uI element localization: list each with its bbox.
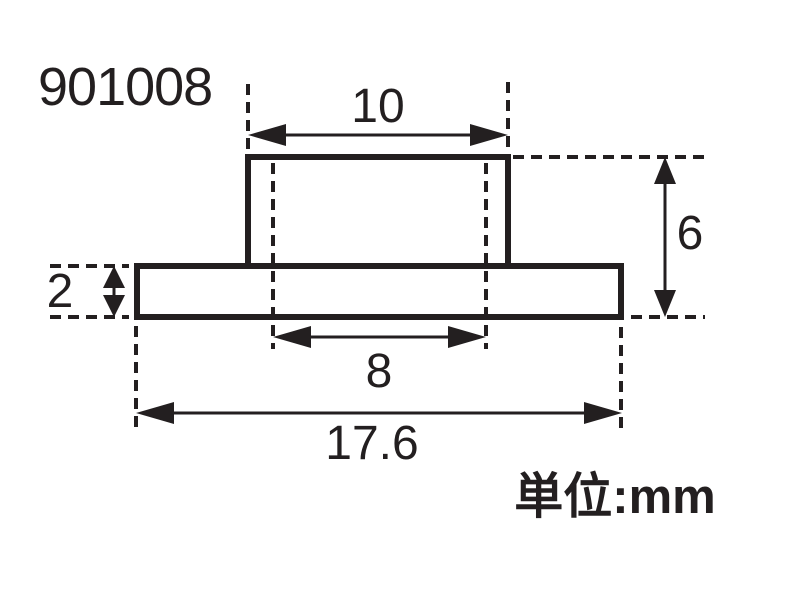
flange-thickness-value: 2: [47, 265, 74, 318]
hole-width-value: 8: [366, 345, 393, 398]
cap-width-value: 10: [351, 80, 404, 133]
dimension-cap-width: 10: [248, 80, 508, 146]
flange-outline: [134, 263, 624, 320]
arrow-left-icon: [248, 124, 286, 146]
dimension-flange-width: 17.6: [136, 402, 622, 470]
arrow-right-icon: [448, 326, 486, 348]
arrow-up-icon: [654, 157, 676, 184]
dimension-total-height: 6: [654, 157, 703, 317]
extension-lines: [50, 82, 706, 428]
arrow-left-icon: [273, 326, 311, 348]
part-outline: [134, 154, 624, 320]
hidden-hole-lines: [271, 163, 488, 349]
arrow-right-icon: [470, 124, 508, 146]
arrow-right-icon: [584, 402, 622, 424]
cap-outline: [245, 154, 511, 269]
total-height-value: 6: [677, 207, 704, 260]
part-number-label: 901008: [38, 57, 212, 117]
arrow-left-icon: [136, 402, 174, 424]
arrow-down-icon: [103, 295, 125, 317]
arrow-down-icon: [654, 290, 676, 317]
flange-width-value: 17.6: [325, 417, 418, 470]
dimension-flange-thickness: 2: [47, 265, 125, 318]
unit-note-label: 単位:mm: [514, 470, 715, 524]
arrow-up-icon: [103, 266, 125, 288]
dimension-hole-width: 8: [273, 326, 486, 398]
